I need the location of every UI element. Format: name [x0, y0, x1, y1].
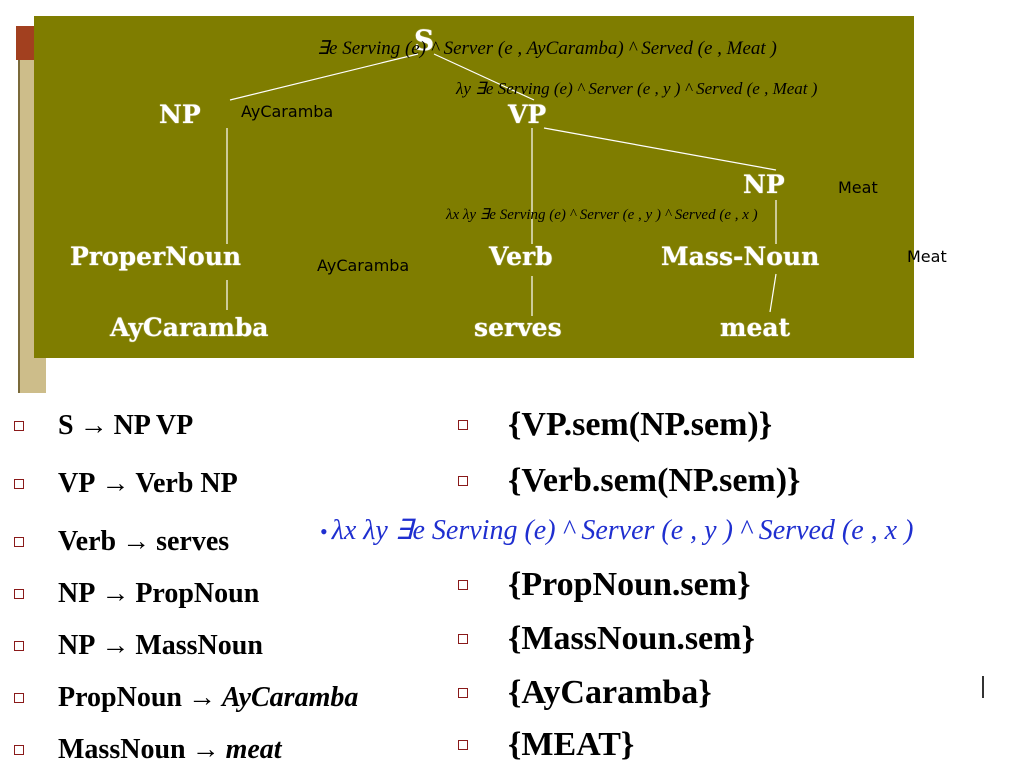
- rule-rhs: serves: [156, 526, 230, 557]
- arrow-icon: →: [101, 630, 130, 661]
- rule-item: MassNoun→meat: [14, 734, 282, 766]
- rule-rhs: Verb NP: [135, 468, 238, 499]
- formula-verb: λx λy ∃e Serving (e) ^ Server (e , y ) ^…: [446, 207, 758, 223]
- bullet-square-icon: [458, 420, 468, 430]
- node-s: S: [414, 24, 435, 57]
- arrow-icon: →: [101, 468, 130, 499]
- semantic-text: {MassNoun.sem}: [508, 620, 755, 657]
- formula-s: ∃e Serving (e) ^ Server (e , AyCaramba) …: [317, 38, 777, 59]
- semantic-item: {AyCaramba}: [458, 674, 712, 712]
- annotation-proper-noun: AyCaramba: [317, 256, 410, 275]
- arrow-icon: →: [122, 526, 151, 557]
- semantic-item: {Verb.sem(NP.sem)}: [458, 462, 800, 500]
- edge-massnoun-word: [769, 273, 777, 313]
- formula-vp: λy ∃e Serving (e) ^ Server (e , y ) ^ Se…: [456, 79, 818, 98]
- rule-lhs: VP: [58, 468, 96, 499]
- node-mass-noun: Mass-Noun: [661, 242, 820, 271]
- rule-item: Verb→serves: [14, 526, 229, 558]
- rule-lhs: S: [58, 410, 74, 441]
- semantic-text: {AyCaramba}: [508, 674, 712, 711]
- bullet-square-icon: [14, 693, 24, 703]
- rule-rhs: NP VP: [113, 410, 194, 441]
- rule-item: VP→Verb NP: [14, 468, 238, 500]
- word-aycaramba: AyCaramba: [110, 313, 269, 342]
- semantic-text: {MEAT}: [508, 726, 635, 763]
- rule-lhs: MassNoun: [58, 734, 186, 765]
- rule-rhs: PropNoun: [135, 578, 260, 609]
- semantic-item: {PropNoun.sem}: [458, 566, 750, 604]
- annotation-mass-noun: Meat: [907, 247, 947, 266]
- rule-lhs: NP: [58, 578, 96, 609]
- bullet-square-icon: [458, 688, 468, 698]
- annotation-np-left: AyCaramba: [241, 102, 334, 121]
- bullet-square-icon: [14, 641, 24, 651]
- slide-corner-mark: [982, 676, 984, 698]
- semantic-item: {MEAT}: [458, 726, 634, 764]
- rule-rhs: AyCaramba: [221, 682, 359, 713]
- edge-s-vp: [433, 53, 535, 101]
- rule-lhs: PropNoun: [58, 682, 182, 713]
- bullet-square-icon: [458, 476, 468, 486]
- rule-item: PropNoun→AyCaramba: [14, 682, 358, 714]
- node-vp: VP: [508, 100, 547, 129]
- rule-rhs: MassNoun: [135, 630, 263, 661]
- semantic-text: {PropNoun.sem}: [508, 566, 751, 603]
- bullet-square-icon: [14, 745, 24, 755]
- parse-tree-edges: [226, 53, 777, 316]
- bullet-dot-icon: •: [320, 519, 328, 544]
- rule-lhs: NP: [58, 630, 96, 661]
- word-meat: meat: [720, 313, 791, 342]
- node-proper-noun: ProperNoun: [70, 242, 242, 271]
- rule-item: NP→PropNoun: [14, 578, 259, 610]
- arrow-icon: →: [187, 682, 216, 713]
- bullet-square-icon: [14, 589, 24, 599]
- verb-semantics-formula: •λx λy ∃e Serving (e) ^ Server (e , y ) …: [320, 513, 913, 547]
- node-verb: Verb: [489, 242, 553, 271]
- edge-s-np: [229, 53, 419, 101]
- bullet-square-icon: [458, 580, 468, 590]
- annotation-np-right: Meat: [838, 178, 878, 197]
- bullet-square-icon: [458, 634, 468, 644]
- rule-lhs: Verb: [58, 526, 117, 557]
- arrow-icon: →: [191, 734, 220, 765]
- semantic-item: {MassNoun.sem}: [458, 620, 755, 658]
- rule-item: NP→MassNoun: [14, 630, 263, 662]
- arrow-icon: →: [101, 578, 130, 609]
- edge-vp-np: [543, 127, 777, 171]
- bullet-square-icon: [458, 740, 468, 750]
- node-np-right: NP: [743, 170, 785, 199]
- rule-rhs: meat: [225, 734, 282, 765]
- bullet-square-icon: [14, 479, 24, 489]
- node-np-left: NP: [159, 100, 201, 129]
- semantic-item: {VP.sem(NP.sem)}: [458, 406, 772, 444]
- rule-item: S→NP VP: [14, 410, 193, 442]
- word-serves: serves: [474, 313, 562, 342]
- formula-text: λx λy ∃e Serving (e) ^ Server (e , y ) ^…: [331, 515, 914, 546]
- arrow-icon: →: [79, 410, 108, 441]
- bullet-square-icon: [14, 537, 24, 547]
- semantic-text: {VP.sem(NP.sem)}: [508, 406, 773, 443]
- parse-tree-panel: S NP VP NP ProperNoun Verb Mass-Noun AyC…: [34, 16, 914, 358]
- semantic-text: {Verb.sem(NP.sem)}: [508, 462, 801, 499]
- bullet-square-icon: [14, 421, 24, 431]
